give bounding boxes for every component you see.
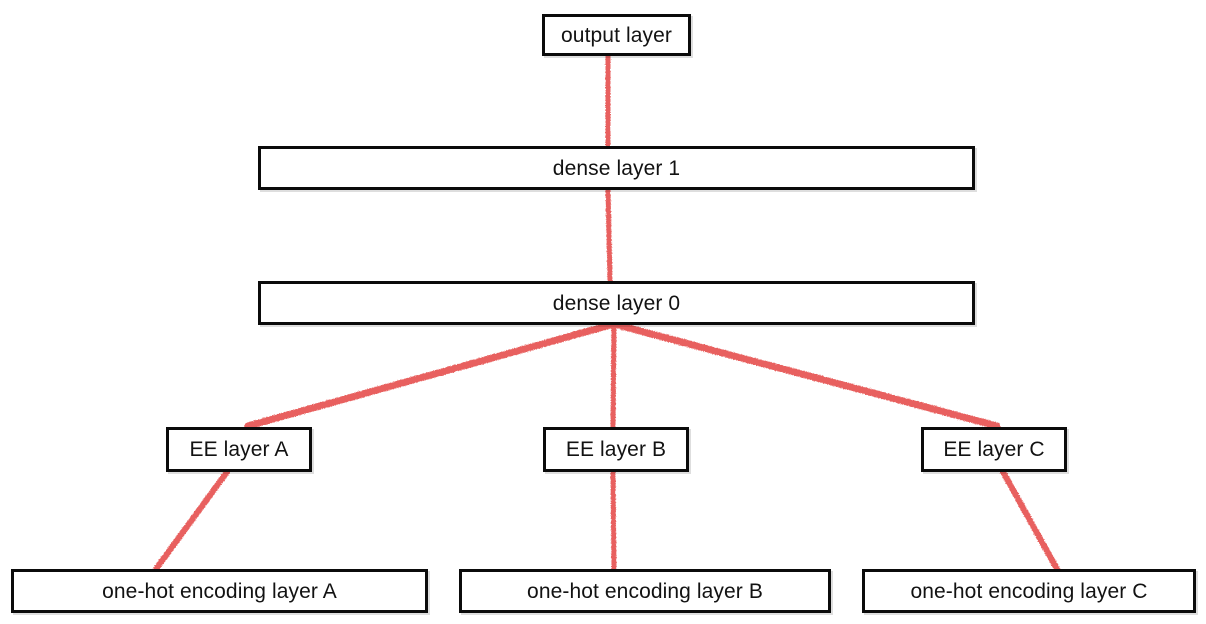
edge-ee-a-to-onehot-a <box>153 469 230 572</box>
edge-ee-b-to-onehot-b <box>610 469 617 572</box>
node-output-layer-label: output layer <box>561 23 672 47</box>
edge-dense0-to-ee-a <box>244 320 618 430</box>
node-ee-layer-b-label: EE layer B <box>565 438 667 461</box>
node-ee-layer-b[interactable]: EE layer B <box>543 427 689 472</box>
node-dense-layer-0[interactable]: dense layer 0 <box>258 281 975 325</box>
node-one-hot-encoding-layer-b-label: one-hot encoding layer B <box>527 579 763 603</box>
edge-dense0-to-ee-b <box>610 321 617 430</box>
node-ee-layer-c-label: EE layer C <box>943 438 1045 461</box>
node-ee-layer-c[interactable]: EE layer C <box>921 427 1067 472</box>
node-ee-layer-a[interactable]: EE layer A <box>166 427 312 472</box>
edge-dense1-to-dense0 <box>605 187 613 284</box>
node-dense-layer-0-label: dense layer 0 <box>552 291 681 315</box>
node-one-hot-encoding-layer-a-label: one-hot encoding layer A <box>102 579 337 603</box>
node-dense-layer-1-label: dense layer 1 <box>552 156 681 180</box>
edge-ee-c-to-onehot-c <box>1000 469 1060 572</box>
node-one-hot-encoding-layer-a[interactable]: one-hot encoding layer A <box>11 569 428 613</box>
node-output-layer[interactable]: output layer <box>542 14 691 56</box>
node-one-hot-encoding-layer-c-label: one-hot encoding layer C <box>910 579 1148 603</box>
node-ee-layer-a-label: EE layer A <box>189 438 289 461</box>
edge-dense0-to-ee-c <box>610 320 1001 430</box>
node-one-hot-encoding-layer-c[interactable]: one-hot encoding layer C <box>862 569 1196 613</box>
node-dense-layer-1[interactable]: dense layer 1 <box>258 146 975 190</box>
node-one-hot-encoding-layer-b[interactable]: one-hot encoding layer B <box>459 569 831 613</box>
